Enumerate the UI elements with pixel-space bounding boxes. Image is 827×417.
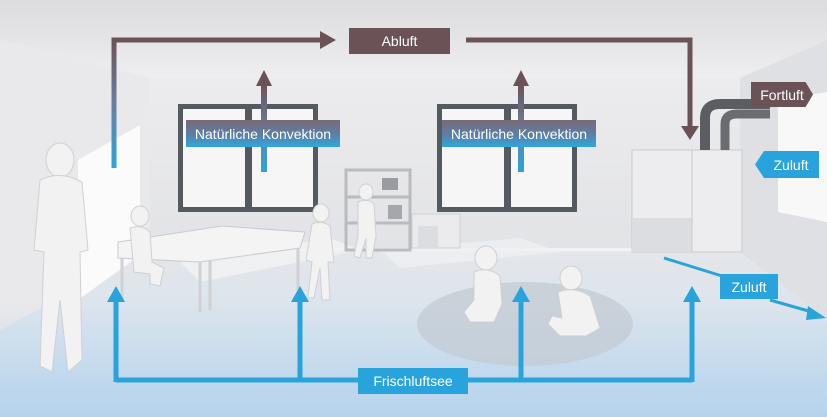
- frischluftsee-label: Frischluftsee: [358, 368, 468, 394]
- tables: [117, 225, 306, 312]
- ventilation-unit: [631, 99, 770, 253]
- fresh-air-pool: [0, 300, 827, 417]
- toy-blocks: [411, 213, 461, 249]
- toy-shelf: [344, 168, 412, 252]
- zuluft-label-lower: Zuluft: [720, 274, 778, 299]
- convection-label-left: Natürliche Konvektion: [186, 120, 340, 147]
- light-patch: [380, 238, 560, 268]
- convection-label-right: Natürliche Konvektion: [442, 120, 596, 147]
- exhaust-air-path: [111, 31, 699, 168]
- supply-air-path: [663, 256, 826, 320]
- zuluft-label-upper: Zuluft: [755, 151, 819, 178]
- people: [33, 142, 601, 373]
- abluft-label: Abluft: [349, 28, 450, 54]
- fortluft-label: Fortluft: [751, 82, 813, 107]
